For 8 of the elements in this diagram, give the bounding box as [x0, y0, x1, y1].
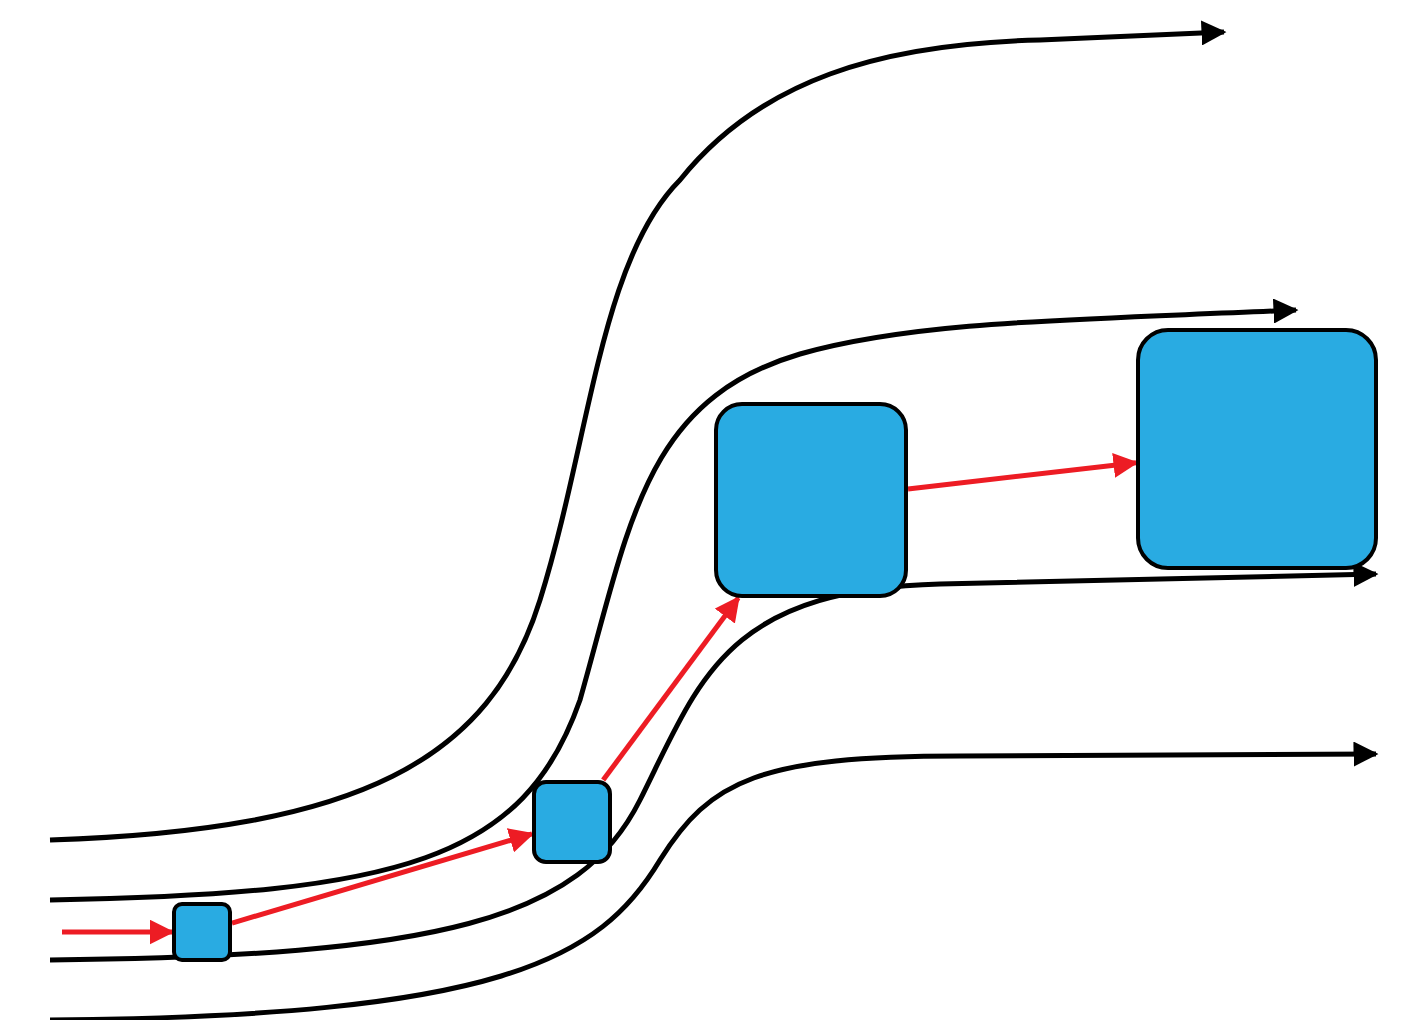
arrow [231, 828, 535, 926]
square-block [714, 402, 908, 598]
square-block [172, 902, 232, 962]
square-block [1136, 328, 1378, 570]
arrow [62, 919, 175, 945]
arrow [907, 452, 1139, 492]
arrow [601, 596, 741, 782]
square-block [532, 780, 612, 864]
